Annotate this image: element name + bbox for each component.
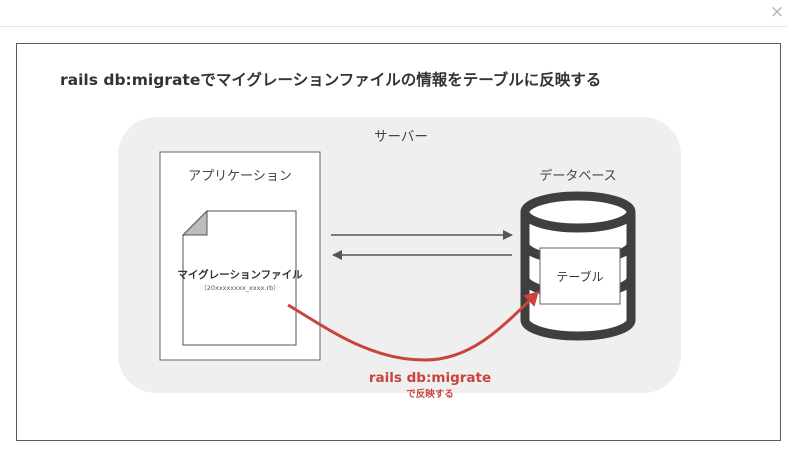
migrate-command-sublabel: で反映する: [406, 388, 454, 400]
diagram-title: rails db:migrateでマイグレーションファイルの情報をテーブルに反映…: [60, 70, 601, 89]
table-label: テーブル: [556, 269, 603, 284]
table-box: [539, 247, 621, 305]
migrate-command-label: rails db:migrate: [369, 370, 491, 386]
migration-file-sublabel: （20xxxxxxxx_xxxx.rb）: [200, 284, 280, 292]
migration-file-label: マイグレーションファイル: [177, 268, 303, 281]
application-label: アプリケーション: [188, 169, 292, 184]
database-label: データベース: [539, 168, 616, 184]
modal-header: ×: [0, 0, 787, 27]
document-icon: [181, 209, 297, 346]
server-label: サーバー: [374, 129, 428, 145]
close-icon[interactable]: ×: [769, 2, 785, 22]
migrate-arrow: [287, 290, 540, 362]
database-icon: [520, 191, 636, 341]
